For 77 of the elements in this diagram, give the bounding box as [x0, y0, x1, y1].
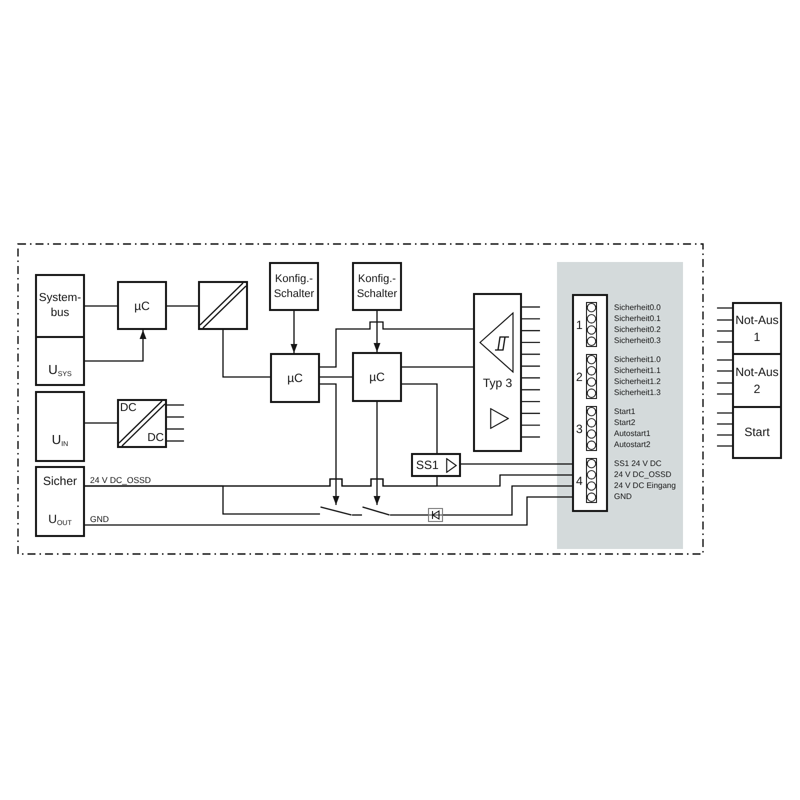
- pin-label: Start1: [614, 406, 636, 417]
- block-label: DC: [120, 402, 137, 415]
- pin-label: Autostart2: [614, 440, 650, 450]
- pin-label: GND: [614, 492, 632, 502]
- block-label: µC: [287, 371, 303, 385]
- block-label: Konfig.-Schalter: [356, 272, 398, 302]
- block-label: SS1: [416, 458, 439, 472]
- wire: [85, 477, 438, 487]
- switch-symbol: [320, 505, 352, 517]
- block-label: µC: [134, 298, 150, 312]
- supply-block: [35, 338, 85, 386]
- wire: [85, 422, 117, 424]
- edge-label: 24 V DC_OSSD: [90, 475, 151, 485]
- edge-label: GND: [90, 514, 109, 524]
- pin-label: Sicherheit1.1: [614, 366, 661, 376]
- output-supply-block: [35, 466, 85, 537]
- input-device-block: [732, 355, 782, 408]
- block-label: DC: [147, 432, 164, 445]
- pin-label: 24 V DC_OSSD: [614, 470, 672, 480]
- terminal-number: 3: [576, 422, 583, 436]
- bus-interface-block: [35, 274, 85, 338]
- block-label: Not-Aus 2: [734, 364, 780, 398]
- config-switch-block: [269, 262, 319, 311]
- block-label: µC: [369, 370, 385, 384]
- pin-label: 24 V DC Eingang: [614, 481, 676, 491]
- input-device-block: [732, 408, 782, 459]
- wire: [85, 496, 572, 526]
- pin-label: Sicherheit0.3: [614, 336, 661, 346]
- block-label: Start: [744, 424, 770, 441]
- wire: [222, 330, 270, 378]
- block-label: Sicher: [42, 473, 77, 489]
- arrow: [374, 402, 380, 505]
- wire: [443, 485, 572, 516]
- wire: [85, 305, 117, 307]
- block-label: U$_{SYS}$: [48, 362, 72, 378]
- pin-label: Sicherheit1.0: [614, 354, 661, 365]
- microcontroller-block: [352, 352, 402, 402]
- block-label: U$_{OUT}$: [48, 511, 72, 527]
- arrow: [290, 311, 298, 353]
- diode-symbol: [428, 508, 443, 522]
- arrow: [320, 383, 340, 505]
- arrow: [374, 311, 380, 352]
- terminal-number: 2: [576, 370, 583, 384]
- block-label: Typ 3: [482, 376, 512, 390]
- wire: [390, 514, 428, 516]
- input-stage-block: [473, 293, 522, 452]
- wire: [320, 321, 473, 368]
- switch-symbol: [362, 505, 390, 517]
- pin-label: Sicherheit0.2: [614, 325, 661, 335]
- block-label: Not-Aus 1: [734, 312, 780, 346]
- pin-label: Sicherheit0.1: [614, 314, 661, 324]
- terminal-number: 1: [576, 318, 583, 332]
- microcontroller-block: [117, 281, 167, 330]
- arrow: [85, 330, 146, 362]
- block-label: System-bus: [38, 291, 82, 321]
- wire: [461, 463, 572, 465]
- pin-label: Autostart1: [614, 429, 650, 439]
- microcontroller-block: [270, 353, 320, 403]
- block-label: Konfig.-Schalter: [272, 272, 316, 302]
- pin-label: SS1 24 V DC: [614, 458, 662, 469]
- terminal-panel: [557, 262, 683, 549]
- wire: [402, 383, 438, 453]
- wire: [320, 376, 352, 378]
- input-device-block: [732, 302, 782, 355]
- terminal-number: 4: [576, 474, 583, 488]
- safe-stop-block: [411, 453, 461, 477]
- pin-label: Sicherheit1.2: [614, 377, 661, 387]
- block-label: U$_{IN}$: [52, 432, 68, 448]
- connector-housing: [572, 294, 608, 512]
- pin-label: Sicherheit1.3: [614, 388, 661, 398]
- pin-label: Start2: [614, 418, 636, 428]
- wire: [352, 514, 362, 516]
- config-switch-block: [352, 262, 402, 311]
- pin-label: Sicherheit0.0: [614, 302, 661, 313]
- supply-block: [35, 391, 85, 462]
- wire: [167, 305, 198, 307]
- wire: [402, 366, 473, 368]
